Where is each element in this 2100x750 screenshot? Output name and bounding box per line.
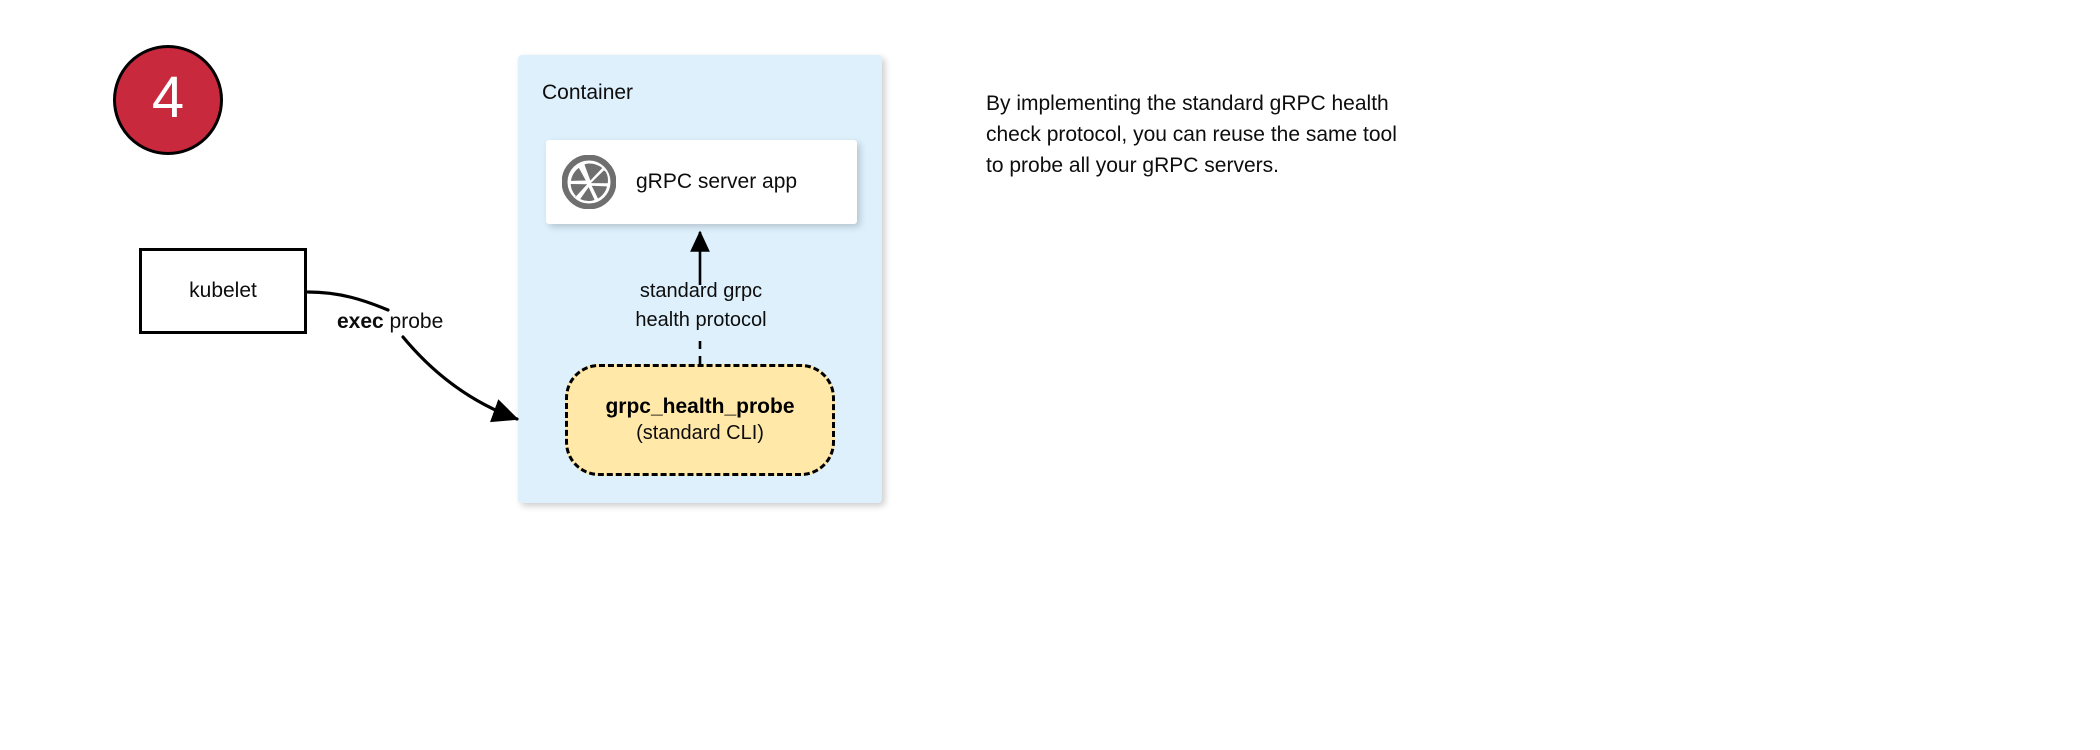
explanation-note: By implementing the standard gRPC health… (986, 92, 1397, 177)
exec-keyword: exec (337, 310, 384, 333)
exec-probe-rest: probe (383, 310, 444, 333)
exec-probe-edge-label: exec probe (337, 308, 443, 335)
grpc-server-app-label: gRPC server app (636, 170, 798, 193)
protocol-edge-label-line2: health protocol (635, 309, 767, 331)
kubelet-label: kubelet (189, 279, 257, 302)
kubelet-node: kubelet (139, 248, 307, 334)
grpc-health-probe-subtitle: (standard CLI) (636, 422, 764, 444)
grpc-health-probe-node: grpc_health_probe (standard CLI) (565, 364, 835, 476)
step-number-label: 4 (151, 65, 185, 130)
protocol-edge-label: standard grpc health protocol (565, 277, 837, 335)
grpc-server-app-card: gRPC server app (546, 140, 857, 224)
step-number-badge: 4 (113, 45, 223, 155)
protocol-edge-label-line1: standard grpc (639, 280, 763, 302)
grpc-health-probe-title: grpc_health_probe (605, 395, 795, 418)
exec-edge-lower-arrow (401, 335, 519, 423)
aperture-icon (562, 155, 616, 209)
container-label: Container (542, 81, 634, 104)
